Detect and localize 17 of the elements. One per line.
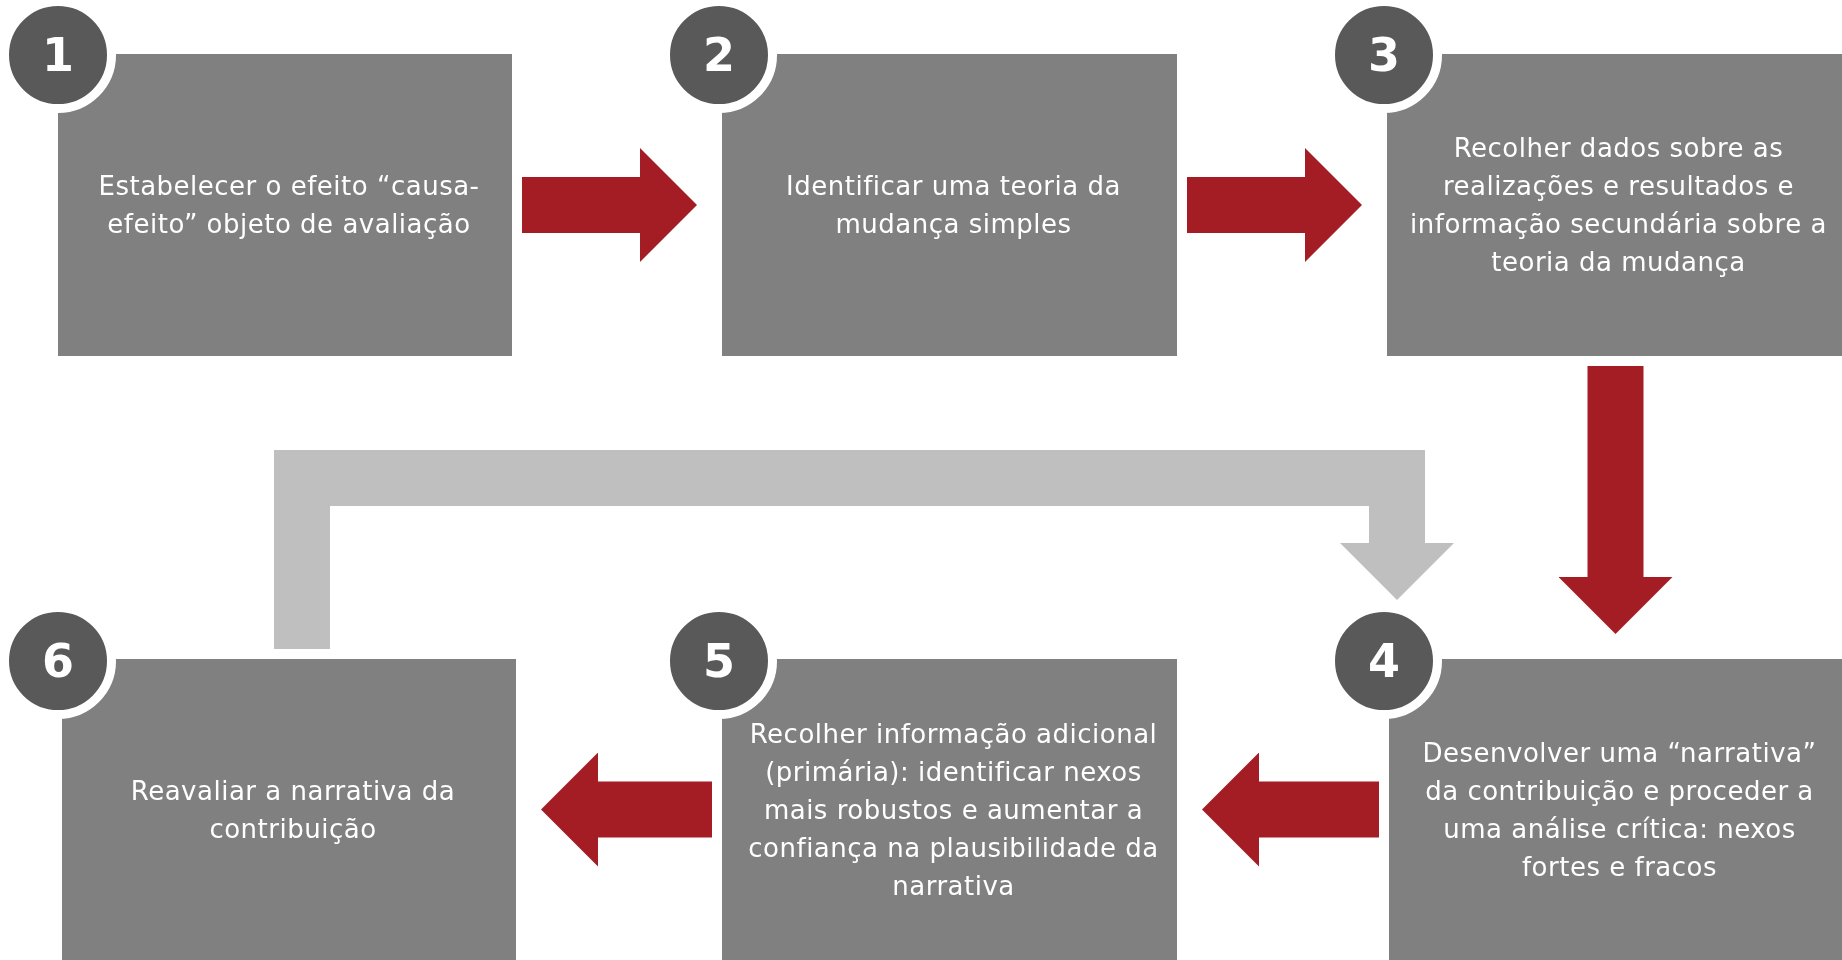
step-text: Recolher informação adicional (primária): identificar nexos mais robustos e aumentar a confiança na plausibilidade da narrativa xyxy=(747,717,1160,903)
step-text: Identificar uma teoria da mudança simples xyxy=(785,170,1122,241)
step-text: Estabelecer o efeito “causa-efeito” objeto de avaliação xyxy=(97,170,481,241)
step-text: Desenvolver uma “narrativa” da contribuição e proceder a uma análise crítica: nexos fortes e fracos xyxy=(1421,736,1818,884)
block-arrow xyxy=(1202,752,1379,867)
step-number: 6 xyxy=(42,634,74,688)
step-number: 1 xyxy=(42,28,74,82)
block-arrow xyxy=(1558,366,1673,634)
block-arrow xyxy=(541,752,712,867)
block-arrow xyxy=(1187,148,1362,262)
step-number: 3 xyxy=(1368,28,1400,82)
step-number: 4 xyxy=(1368,634,1400,688)
step-text: Recolher dados sobre as realizações e resultados e informação secundária sobre a teoria da mudança xyxy=(1409,132,1828,279)
step-number: 5 xyxy=(703,634,735,688)
step-text: Reavaliar a narrativa da contribuição xyxy=(129,774,457,846)
step-number: 2 xyxy=(703,28,735,82)
block-arrow xyxy=(522,148,697,262)
